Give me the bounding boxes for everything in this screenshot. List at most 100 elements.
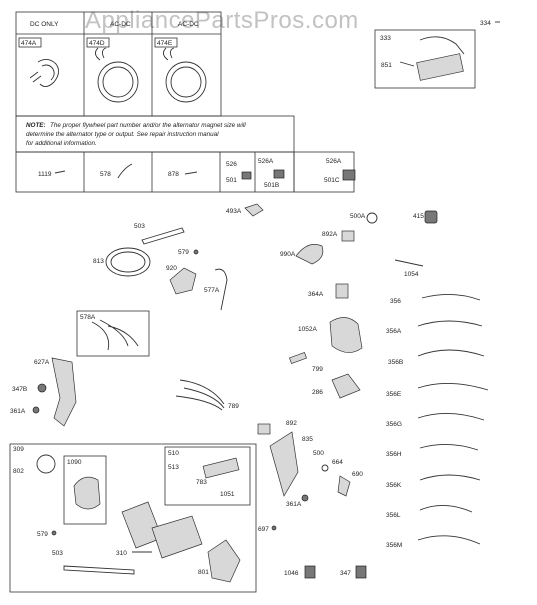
part-label-690: 690 (352, 471, 363, 478)
part-label-783: 783 (196, 479, 207, 486)
part-label-1090: 1090 (67, 459, 82, 466)
note-prefix: NOTE: (26, 122, 46, 129)
solenoid-1052A-illustration (329, 317, 363, 353)
part-label-990A: 990A (280, 251, 296, 258)
note-box: NOTE: The proper flywheel part number an… (15, 115, 295, 153)
part-label-627A: 627A (34, 359, 50, 366)
regulator-row: 1119 578 878 526 501 526A 501B (15, 151, 295, 193)
harness-333-illustration (416, 53, 464, 81)
part-label-1052A: 1052A (298, 326, 317, 333)
header-ac-dc: AC-DC (110, 21, 131, 28)
part-label-474D: 474D (89, 40, 105, 47)
part-label-851: 851 (381, 62, 392, 69)
part-label-813: 813 (93, 258, 104, 265)
part-label-356H: 356H (386, 451, 402, 458)
part-label-789: 789 (228, 403, 239, 410)
note-line-1: The proper flywheel part number and/or t… (50, 122, 246, 129)
part-label-878: 878 (168, 171, 179, 178)
part-label-503: 503 (134, 223, 145, 230)
part-label-500A: 500A (350, 213, 366, 220)
part-label-501C: 501C (324, 177, 340, 184)
regulator-501C-illustration (342, 169, 356, 181)
stator-474A-illustration (29, 59, 59, 87)
part-label-578: 578 (100, 171, 111, 178)
header-ac-dc-2: AC-DC (178, 21, 199, 28)
part-label-347B: 347B (12, 386, 27, 393)
part-label-309: 309 (13, 446, 24, 453)
part-label-892: 892 (286, 420, 297, 427)
part-label-415: 415 (413, 213, 424, 220)
part-label-474E: 474E (157, 40, 173, 47)
drive-510-box (164, 446, 251, 506)
harness-333-group: 334 333 851 (374, 20, 500, 89)
part-label-493A: 493A (226, 208, 242, 215)
clamp-813-illustration (105, 247, 151, 277)
part-label-356A: 356A (386, 328, 402, 335)
part-label-310: 310 (116, 550, 127, 557)
starter-309-box (9, 443, 257, 593)
part-label-333: 333 (380, 35, 391, 42)
part-label-835: 835 (302, 436, 313, 443)
part-label-1119: 1119 (38, 171, 52, 178)
part-label-286: 286 (312, 389, 323, 396)
part-label-361A: 361A (10, 408, 26, 415)
note-line-3: for additional information. (26, 140, 97, 147)
watermark: AppliancePartsPros.com (85, 7, 359, 34)
part-label-356L: 356L (386, 512, 401, 519)
middle-parts: 493A 500A 415 503 892A 990A 813 579 920 … (10, 203, 438, 497)
starter-section: 309 802 1090 510 513 783 1051 500 664 69… (9, 443, 367, 593)
stator-table: DC ONLY AC-DC AC-DC 474A 474D 474E (15, 11, 222, 117)
part-label-334: 334 (480, 20, 491, 27)
part-label-510: 510 (168, 450, 179, 457)
part-label-577A: 577A (204, 287, 220, 294)
part-label-892A: 892A (322, 231, 338, 238)
part-label-347: 347 (340, 570, 351, 577)
wire-356-illustration (421, 294, 481, 301)
regulator-501B-illustration (273, 169, 285, 179)
part-label-513: 513 (168, 464, 179, 471)
part-label-526: 526 (226, 161, 237, 168)
bracket-920-illustration (169, 267, 197, 295)
header-dc-only: DC ONLY (30, 21, 59, 28)
part-label-501B: 501B (264, 182, 279, 189)
part-label-1054: 1054 (404, 271, 419, 278)
part-label-356: 356 (390, 298, 401, 305)
stator-474E-illustration (163, 47, 207, 103)
harness-789-illustration (175, 379, 225, 411)
part-label-364A: 364A (308, 291, 324, 298)
part-label-799: 799 (312, 366, 323, 373)
harness-578A-box (76, 310, 150, 357)
part-label-500: 500 (313, 450, 324, 457)
part-label-361A-b: 361A (286, 501, 302, 508)
part-label-356M: 356M (386, 542, 402, 549)
stator-474D-illustration (95, 47, 139, 103)
part-label-697: 697 (258, 526, 269, 533)
bracket-627A-illustration (51, 357, 77, 427)
part-label-579-b: 579 (37, 531, 48, 538)
regulator-501C-group: 526A 501C (293, 151, 356, 193)
part-label-356E: 356E (386, 391, 402, 398)
part-label-526A-b: 526A (326, 158, 342, 165)
part-label-578A: 578A (80, 314, 96, 321)
armature-illustration (151, 515, 203, 559)
part-label-801: 801 (198, 569, 209, 576)
part-label-1046: 1046 (284, 570, 299, 577)
part-label-802: 802 (13, 468, 24, 475)
regulator-501-illustration (241, 171, 252, 180)
part-label-474A: 474A (21, 40, 37, 47)
part-label-1051: 1051 (220, 491, 235, 498)
wire-harness-column: 356 356A 356B 356E 356G 356H 356K 356L 3… (386, 294, 489, 549)
part-label-920: 920 (166, 265, 177, 272)
part-label-356B: 356B (388, 359, 403, 366)
note-line-2: determine the alternator type or output.… (26, 131, 219, 138)
part-label-503-b: 503 (52, 550, 63, 557)
part-label-664: 664 (332, 459, 343, 466)
endcap-1090-box (63, 455, 107, 525)
part-label-356G: 356G (386, 421, 402, 428)
part-label-526A: 526A (258, 158, 274, 165)
part-label-356K: 356K (386, 482, 402, 489)
part-label-579: 579 (178, 249, 189, 256)
svg-text:NOTE:: NOTE: (26, 122, 46, 129)
